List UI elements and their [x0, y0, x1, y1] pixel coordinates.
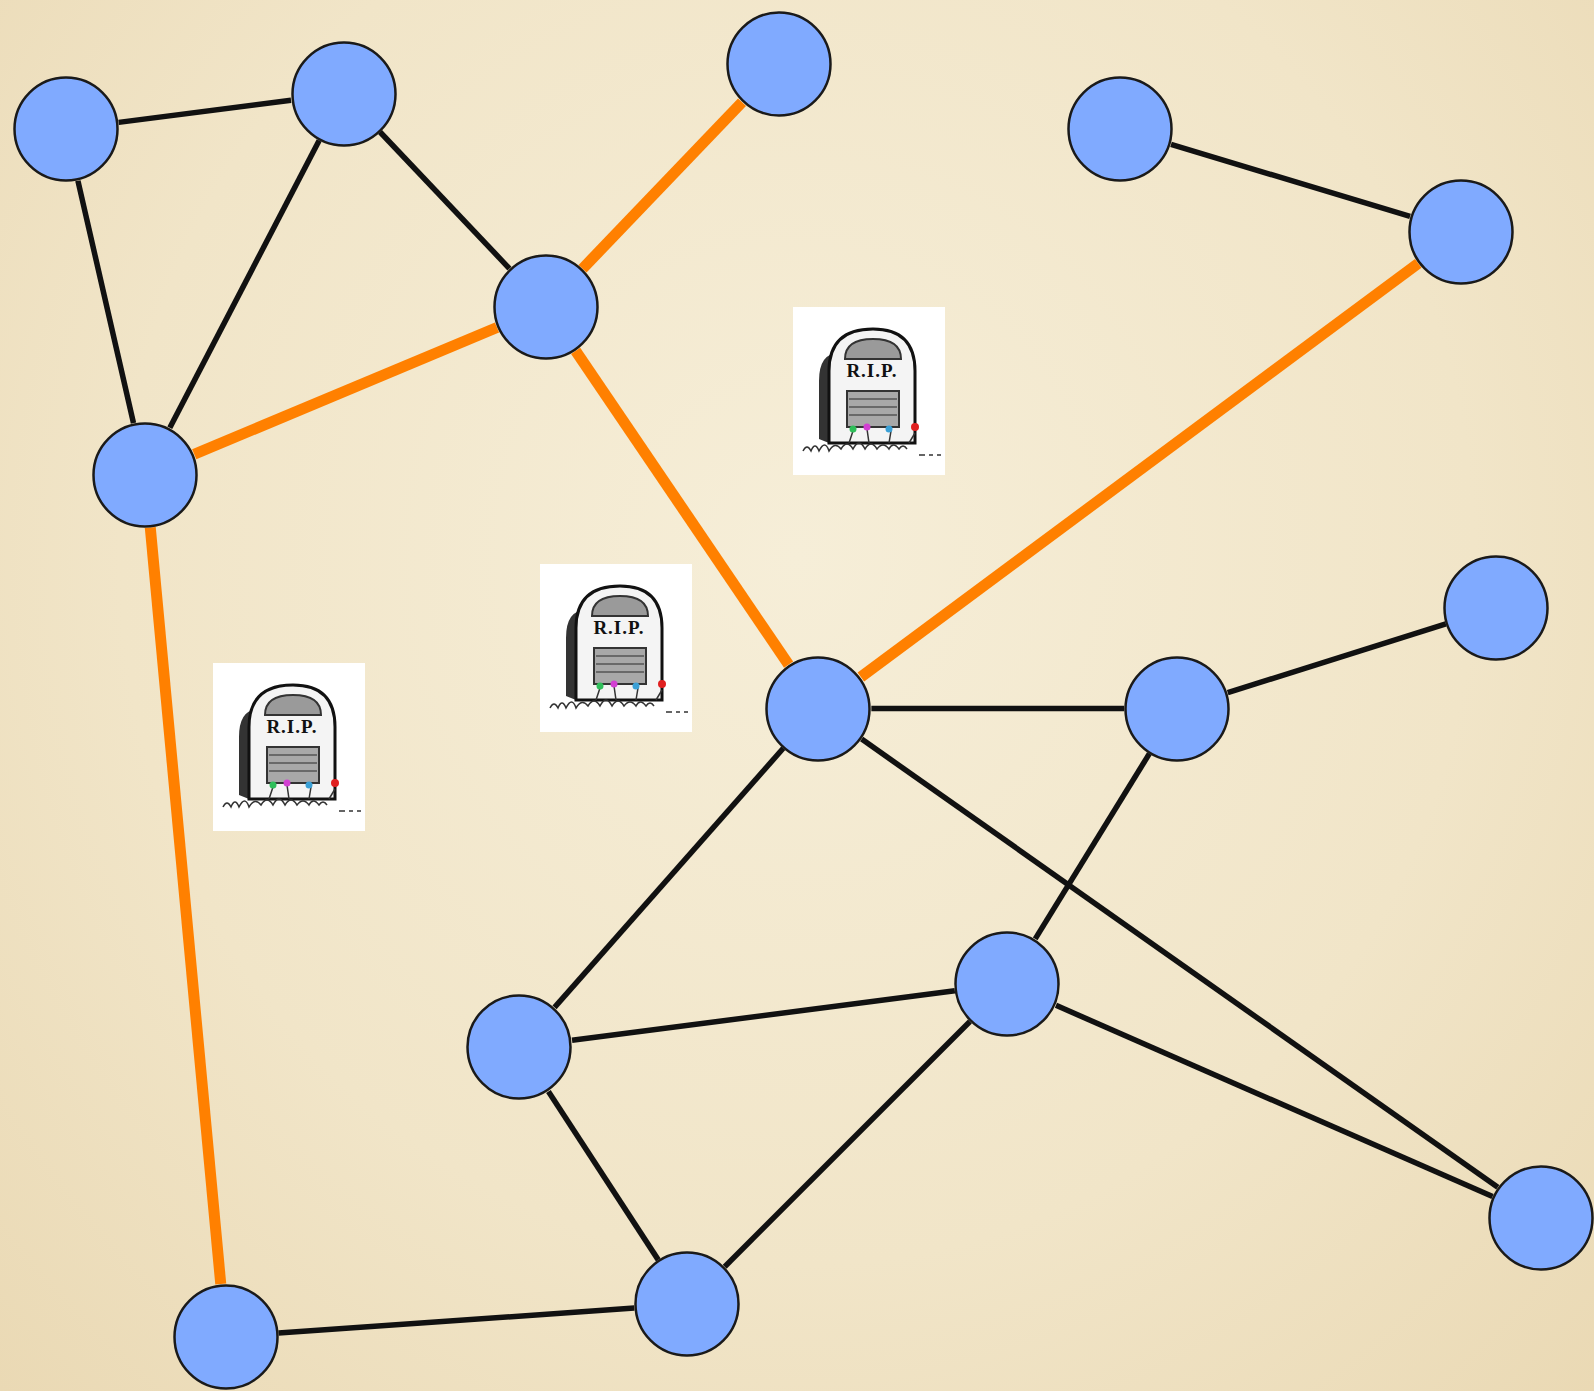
graph-node: [92, 422, 198, 528]
graph-node: [493, 254, 599, 360]
node-circle: [1124, 656, 1230, 762]
node-circle: [291, 41, 397, 147]
graph-edge: [119, 100, 291, 122]
node-circle: [493, 254, 599, 360]
node-circle: [1488, 1165, 1594, 1271]
node-circle: [954, 931, 1060, 1037]
graph-edge: [583, 102, 742, 268]
node-circle: [726, 11, 832, 117]
graph-edge: [279, 1308, 635, 1333]
graph-edge: [194, 327, 497, 454]
graph-node: [1124, 656, 1230, 762]
tombstone: [540, 564, 692, 732]
graph-node: [1408, 179, 1514, 285]
node-circle: [765, 656, 871, 762]
node-circle: [634, 1251, 740, 1357]
graph-edge: [78, 181, 134, 423]
graph-node: [466, 994, 572, 1100]
graph-edge: [170, 141, 319, 428]
graph-node: [1067, 76, 1173, 182]
tombstone-label: R.I.P.: [266, 716, 317, 738]
graph-node: [1488, 1165, 1594, 1271]
graph-node: [765, 656, 871, 762]
node-circle: [466, 994, 572, 1100]
graph-edge: [725, 1022, 970, 1267]
graph-node: [1443, 555, 1549, 661]
graph-edge: [1056, 1005, 1493, 1196]
graph-edge: [871, 706, 1124, 712]
tombstone: [213, 663, 365, 831]
graph-edge: [862, 739, 1498, 1187]
node-circle: [13, 76, 119, 182]
node-circle: [1443, 555, 1549, 661]
graph-node: [13, 76, 119, 182]
node-circle: [1408, 179, 1514, 285]
graph-node: [726, 11, 832, 117]
tombstone: [793, 307, 945, 475]
graph-edge: [555, 748, 784, 1007]
graph-edge: [1035, 754, 1149, 939]
graph-edge: [1228, 624, 1446, 693]
graph-edge: [548, 1091, 658, 1259]
graph-edge: [572, 991, 955, 1040]
graph-node: [634, 1251, 740, 1357]
node-circle: [92, 422, 198, 528]
tombstone-label: R.I.P.: [593, 617, 644, 639]
graph-node: [291, 41, 397, 147]
node-circle: [1067, 76, 1173, 182]
node-circle: [173, 1284, 279, 1390]
graph-edge: [150, 528, 220, 1285]
graph-edge: [1171, 144, 1410, 216]
graph-node: [173, 1284, 279, 1390]
tombstone-label: R.I.P.: [846, 360, 897, 382]
graph-node: [954, 931, 1060, 1037]
graph-edge: [380, 132, 509, 269]
